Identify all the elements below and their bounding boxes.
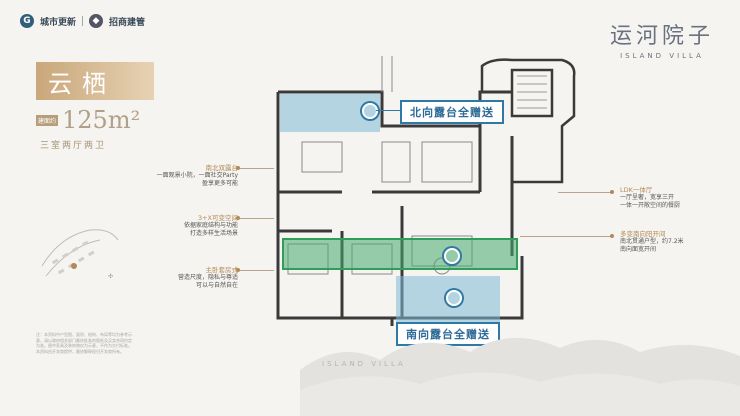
annotation-desc: 营造尺度，隐私与尊适 可以与自然自在 xyxy=(177,274,238,289)
leader-line xyxy=(240,270,274,271)
svg-text:✣: ✣ xyxy=(108,273,113,280)
developer-logos: G 城市更新 ◆ 招商建管 xyxy=(20,14,145,28)
annotation-dot xyxy=(236,216,240,220)
unit-name-banner: 云栖 xyxy=(36,62,154,100)
annotation-title: 南北双露台 xyxy=(205,164,239,172)
leader-line xyxy=(520,236,612,237)
south-bay-zone xyxy=(282,238,518,270)
annotation-desc: 一面观景小院，一面社交Party 盈享更多可能 xyxy=(156,172,238,187)
logo2-text: 招商建管 xyxy=(109,17,146,28)
annotation-master-suite: 主卧套房式 营造尺度，隐私与尊适 可以与自然自在 xyxy=(142,266,238,290)
unit-area: 建面约 125m² xyxy=(36,108,140,132)
leader-line xyxy=(558,192,612,193)
annotation-dot xyxy=(610,190,614,194)
south-terrace-marker-icon xyxy=(446,290,462,306)
annotation-title: 主卧套房式 xyxy=(205,266,239,274)
leader-line xyxy=(240,168,274,169)
annotation-title: 3+X可变空间 xyxy=(197,214,238,222)
site-location-map: ✣ xyxy=(41,229,119,280)
annotation-ldk: LDK一体厅 一厅呈奢，宽享三开 一体一开敞空间的餐厨 xyxy=(620,186,730,210)
annotation-dot xyxy=(236,166,240,170)
logo1-text: 城市更新 xyxy=(40,17,77,28)
decorative-landscape xyxy=(300,337,740,416)
area-value: 125m² xyxy=(62,106,141,134)
brand-cn: 运河院子 xyxy=(609,24,714,49)
annotation-dual-terrace: 南北双露台 一面观景小院，一面社交Party 盈享更多可能 xyxy=(142,164,238,188)
north-terrace-marker-icon xyxy=(362,103,378,119)
annotation-dot xyxy=(236,268,240,272)
area-tag: 建面约 xyxy=(36,115,59,126)
unit-rooms: 三室两厅两卫 xyxy=(40,141,107,151)
cmbc-logo-icon: ◆ xyxy=(89,14,104,28)
logo-separator xyxy=(82,16,84,26)
city-renewal-logo-icon: G xyxy=(20,14,34,28)
annotation-desc: 一厅呈奢，宽享三开 一体一开敞空间的餐厨 xyxy=(620,194,681,209)
south-terrace-callout: 南向露台全赠送 xyxy=(396,322,500,346)
annotation-title: 多变南向阳开间 xyxy=(620,230,666,238)
north-terrace-callout: 北向露台全赠送 xyxy=(400,100,504,124)
annotation-title: LDK一体厅 xyxy=(620,186,653,194)
annotation-flex-space: 3+X可变空间 依据家庭结构与功能 打造多样生活场景 xyxy=(142,214,238,238)
annotation-dot xyxy=(610,234,614,238)
project-brand: 运河院子 ISLAND VILLA xyxy=(610,18,714,60)
leader-line xyxy=(240,218,274,219)
annotation-south-bay: 多变南向阳开间 南北贯通户型，约7.2米 南向面宽开间 xyxy=(620,230,730,254)
disclaimer-text: 注：本资料中户型图、面积、结构、布局等均为参考示意，请以政府相关部门最终批准的图… xyxy=(36,332,132,354)
south-bay-marker-icon xyxy=(444,248,460,264)
brand-en: ISLAND VILLA xyxy=(620,52,704,60)
annotation-desc: 依据家庭结构与功能 打造多样生活场景 xyxy=(183,222,238,237)
footer-brand-en: ISLAND VILLA xyxy=(322,360,406,368)
annotation-desc: 南北贯通户型，约7.2米 南向面宽开间 xyxy=(620,238,684,253)
north-callout-line xyxy=(376,110,400,111)
